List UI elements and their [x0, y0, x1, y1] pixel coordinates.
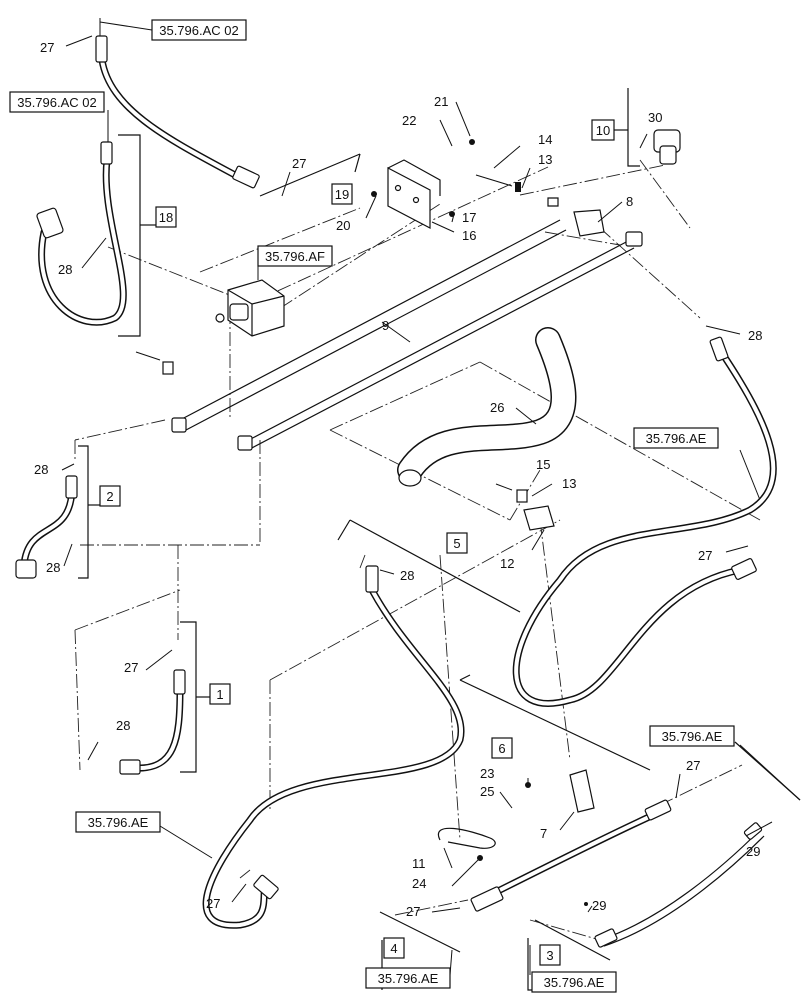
- callout-13: 13: [562, 476, 576, 491]
- callout-20: 20: [336, 218, 350, 233]
- callout-30: 30: [648, 110, 662, 125]
- callout-7: 7: [540, 826, 547, 841]
- hose-26: [397, 327, 577, 487]
- ref-label-right: 35.796.AE: [633, 427, 719, 449]
- tube-9: [171, 219, 643, 451]
- svg-text:5: 5: [453, 536, 460, 551]
- callout-8: 8: [626, 194, 633, 209]
- item-box-10: 10: [591, 119, 615, 141]
- callout-28: 28: [34, 462, 48, 477]
- item-box-6: 6: [491, 737, 513, 759]
- hose-long-right: [512, 336, 777, 707]
- ref-label-bottom-3: 35.796.AE: [531, 971, 617, 993]
- callout-15: 15: [536, 457, 550, 472]
- bracket-16: [387, 159, 441, 229]
- callout-17: 17: [462, 210, 476, 225]
- svg-text:4: 4: [390, 941, 397, 956]
- callout-11: 11: [412, 856, 426, 871]
- ref-label-valve: 35.796.AF: [257, 245, 333, 267]
- callout-9: 9: [382, 318, 389, 333]
- callout-12: 12: [500, 556, 514, 571]
- callout-14: 14: [538, 132, 552, 147]
- callout-28: 28: [116, 718, 130, 733]
- item-box-18: 18: [155, 206, 177, 228]
- callout-24: 24: [412, 876, 426, 891]
- ref-label-text: 35.796.AC 02: [159, 23, 239, 38]
- small-parts: [135, 139, 588, 906]
- ref-label-text: 35.796.AE: [378, 971, 439, 986]
- item-box-2: 2: [99, 485, 121, 507]
- svg-text:18: 18: [159, 210, 173, 225]
- hose-1: [119, 669, 186, 775]
- callout-25: 25: [480, 784, 494, 799]
- svg-text:19: 19: [335, 187, 349, 202]
- callout-29: 29: [746, 844, 760, 859]
- hose-2: [15, 475, 78, 579]
- callout-16: 16: [462, 228, 476, 243]
- callout-27: 27: [124, 660, 138, 675]
- ref-label-text: 35.796.AE: [662, 729, 723, 744]
- callout-27: 27: [292, 156, 306, 171]
- callout-21: 21: [434, 94, 448, 109]
- callout-28: 28: [400, 568, 414, 583]
- callout-26: 26: [490, 400, 504, 415]
- hose-3: [594, 822, 765, 948]
- elbow-30: [653, 129, 681, 165]
- callout-29: 29: [592, 898, 606, 913]
- hose-upper-left: [95, 35, 260, 189]
- clamp-12: [516, 489, 555, 531]
- callout-28: 28: [46, 560, 60, 575]
- callout-27: 27: [686, 758, 700, 773]
- valve-block: [215, 279, 285, 337]
- callout-27: 27: [40, 40, 54, 55]
- callout-27: 27: [406, 904, 420, 919]
- item-box-19: 19: [331, 183, 353, 205]
- ref-label-lower-left: 35.796.AE: [75, 811, 161, 833]
- ref-label-lower-right: 35.796.AE: [649, 725, 735, 747]
- callout-leaders: [61, 35, 773, 913]
- svg-text:6: 6: [498, 741, 505, 756]
- svg-text:1: 1: [216, 687, 223, 702]
- hose-18: [36, 141, 127, 326]
- ref-label-text: 35.796.AE: [544, 975, 605, 990]
- ref-label-text: 35.796.AF: [265, 249, 325, 264]
- callout-28: 28: [748, 328, 762, 343]
- callout-numbers: 27 27 28 21 22 14 13 20 17 16 30 8 28 9 …: [34, 40, 762, 919]
- svg-text:3: 3: [546, 948, 553, 963]
- callout-27: 27: [698, 548, 712, 563]
- ref-label-text: 35.796.AC 02: [17, 95, 97, 110]
- hose-4: [470, 799, 672, 912]
- fitting-7: [569, 769, 595, 813]
- clamp-8: [547, 197, 605, 237]
- svg-text:10: 10: [596, 123, 610, 138]
- group-brackets: [78, 88, 640, 991]
- callout-23: 23: [480, 766, 494, 781]
- callout-27: 27: [206, 896, 220, 911]
- item-box-5: 5: [446, 532, 468, 554]
- callout-13: 13: [538, 152, 552, 167]
- svg-text:2: 2: [106, 489, 113, 504]
- callout-22: 22: [402, 113, 416, 128]
- ref-label-bottom-4: 35.796.AE: [365, 967, 451, 989]
- item-box-1: 1: [209, 683, 231, 705]
- callout-28: 28: [58, 262, 72, 277]
- item-box-4: 4: [383, 937, 405, 959]
- ref-label-text: 35.796.AE: [646, 431, 707, 446]
- ref-label-left: 35.796.AC 02: [9, 91, 105, 113]
- hose-middle: [202, 565, 465, 929]
- clip-11: [437, 827, 496, 849]
- reference-leaders: [99, 18, 801, 976]
- assembly-lines: [74, 159, 761, 941]
- item-box-3: 3: [539, 944, 561, 966]
- ref-label-top: 35.796.AC 02: [151, 19, 247, 41]
- ref-label-text: 35.796.AE: [88, 815, 149, 830]
